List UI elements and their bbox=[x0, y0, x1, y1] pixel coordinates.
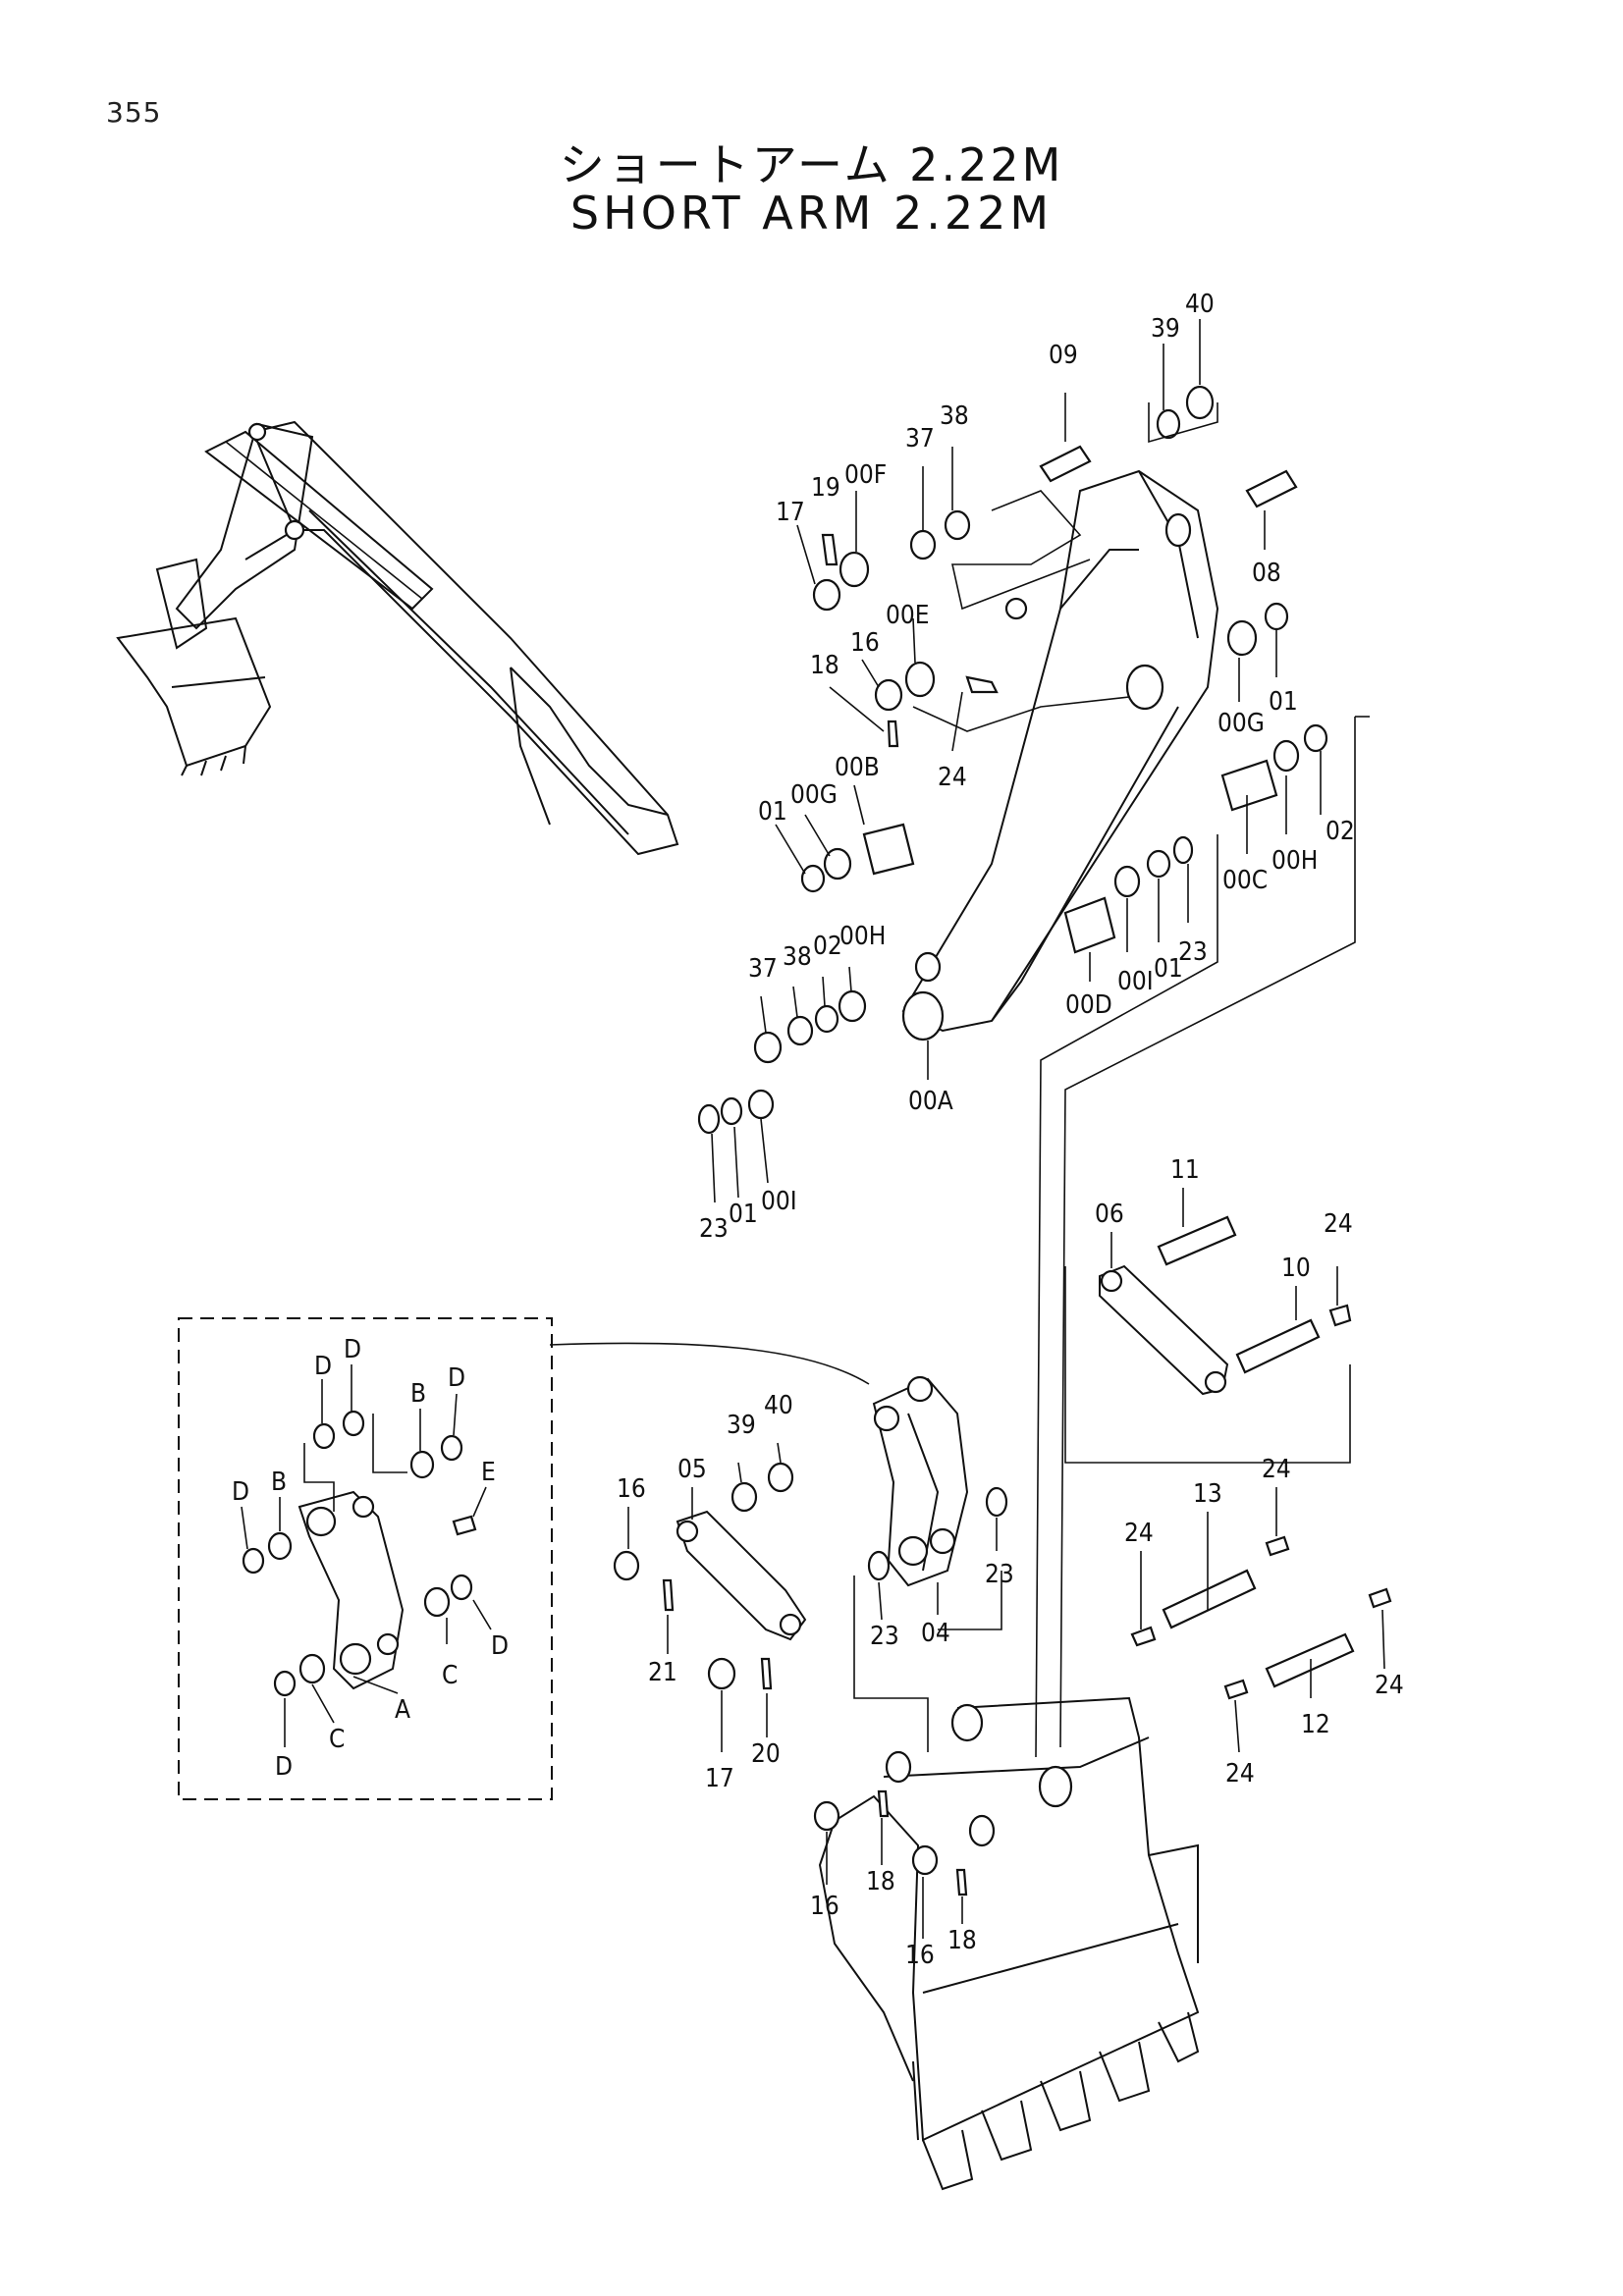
bucket-linkage-view bbox=[549, 1188, 1392, 1753]
callout: D bbox=[275, 1752, 293, 1782]
callout: 16 bbox=[810, 1892, 839, 1921]
callout: 16 bbox=[617, 1474, 646, 1504]
callout: 00H bbox=[839, 922, 886, 951]
callout: 00B bbox=[835, 753, 880, 782]
callout: D bbox=[448, 1363, 465, 1393]
callout: 00G bbox=[790, 780, 838, 810]
callout: 06 bbox=[1095, 1200, 1124, 1229]
callout: 10 bbox=[1281, 1254, 1311, 1283]
excavator-overview-illustration bbox=[116, 420, 679, 856]
callout-labels-bucket: 16 18 16 18 bbox=[810, 1867, 977, 1970]
callout: 01 bbox=[758, 797, 787, 827]
callout: D bbox=[491, 1631, 509, 1661]
callout: 24 bbox=[1124, 1519, 1154, 1548]
callout: 16 bbox=[850, 628, 880, 658]
page-title-english: SHORT ARM 2.22M bbox=[569, 187, 1054, 240]
callout: 08 bbox=[1252, 559, 1281, 588]
callout: 17 bbox=[705, 1764, 734, 1793]
callout: 11 bbox=[1170, 1155, 1200, 1185]
callout: 00E bbox=[886, 601, 930, 630]
callout: 40 bbox=[764, 1391, 793, 1420]
callout: 09 bbox=[1049, 341, 1078, 370]
callout: D bbox=[344, 1335, 361, 1364]
callout: C bbox=[442, 1661, 458, 1690]
callout: 37 bbox=[748, 954, 778, 984]
callout: B bbox=[410, 1379, 426, 1409]
callout: 39 bbox=[727, 1411, 756, 1440]
page-number: 355 bbox=[106, 96, 162, 129]
callout: 00C bbox=[1222, 866, 1268, 895]
callout: 18 bbox=[810, 651, 839, 680]
callout-labels-top: 09 39 40 37 38 19 00F 17 08 00E 16 18 24… bbox=[699, 290, 1355, 1244]
callout: 23 bbox=[870, 1622, 899, 1651]
callout: 24 bbox=[1262, 1455, 1291, 1484]
callout: 00A bbox=[908, 1087, 953, 1116]
callout: 38 bbox=[783, 942, 812, 972]
page-title-japanese: ショートアーム 2.22M bbox=[559, 138, 1064, 191]
callout: 38 bbox=[940, 401, 969, 431]
callout: 18 bbox=[866, 1867, 895, 1896]
arm-exploded-view bbox=[697, 319, 1370, 1758]
callout: 00G bbox=[1217, 709, 1265, 738]
callout: 24 bbox=[938, 763, 967, 792]
callout: 05 bbox=[677, 1455, 707, 1484]
detail-inset bbox=[178, 1317, 553, 1800]
callout-labels-detail: D D D B D E B D C D A C D bbox=[232, 1335, 509, 1782]
callout: 00H bbox=[1271, 846, 1318, 876]
bucket-view bbox=[813, 1696, 1200, 2191]
callout: 00D bbox=[1065, 990, 1112, 1020]
callout: 21 bbox=[648, 1658, 677, 1687]
callout: 17 bbox=[776, 498, 805, 527]
callout: 13 bbox=[1193, 1479, 1222, 1509]
callout: 24 bbox=[1375, 1671, 1404, 1700]
callout: 18 bbox=[947, 1926, 977, 1955]
callout: 19 bbox=[811, 473, 840, 503]
callout: 20 bbox=[751, 1739, 781, 1769]
callout: 23 bbox=[985, 1560, 1014, 1589]
callout: 39 bbox=[1151, 314, 1180, 344]
callout: D bbox=[314, 1352, 332, 1381]
callout: 01 bbox=[1154, 954, 1183, 984]
callout: 01 bbox=[1269, 687, 1298, 717]
callout: 02 bbox=[813, 932, 842, 961]
callout: 16 bbox=[905, 1941, 935, 1970]
callout: 00F bbox=[844, 460, 887, 490]
callout: 00I bbox=[761, 1187, 797, 1216]
callout: 23 bbox=[699, 1214, 729, 1244]
callout: D bbox=[232, 1477, 249, 1507]
callout: 40 bbox=[1185, 290, 1215, 319]
callout: 37 bbox=[905, 424, 935, 454]
callout: A bbox=[395, 1695, 410, 1725]
callout: B bbox=[271, 1468, 287, 1497]
callout: 12 bbox=[1301, 1710, 1330, 1739]
callout: 23 bbox=[1178, 937, 1208, 967]
callout: 04 bbox=[921, 1619, 950, 1648]
callout: 24 bbox=[1225, 1759, 1255, 1789]
callout: 00I bbox=[1117, 967, 1154, 996]
callout: 02 bbox=[1325, 817, 1355, 846]
callout: E bbox=[481, 1458, 496, 1487]
callout: 01 bbox=[729, 1200, 758, 1229]
callout-labels-middle: 11 06 10 24 05 39 40 16 04 23 23 21 17 2… bbox=[617, 1155, 1404, 1793]
callout: C bbox=[329, 1725, 345, 1754]
callout: 24 bbox=[1324, 1209, 1353, 1239]
